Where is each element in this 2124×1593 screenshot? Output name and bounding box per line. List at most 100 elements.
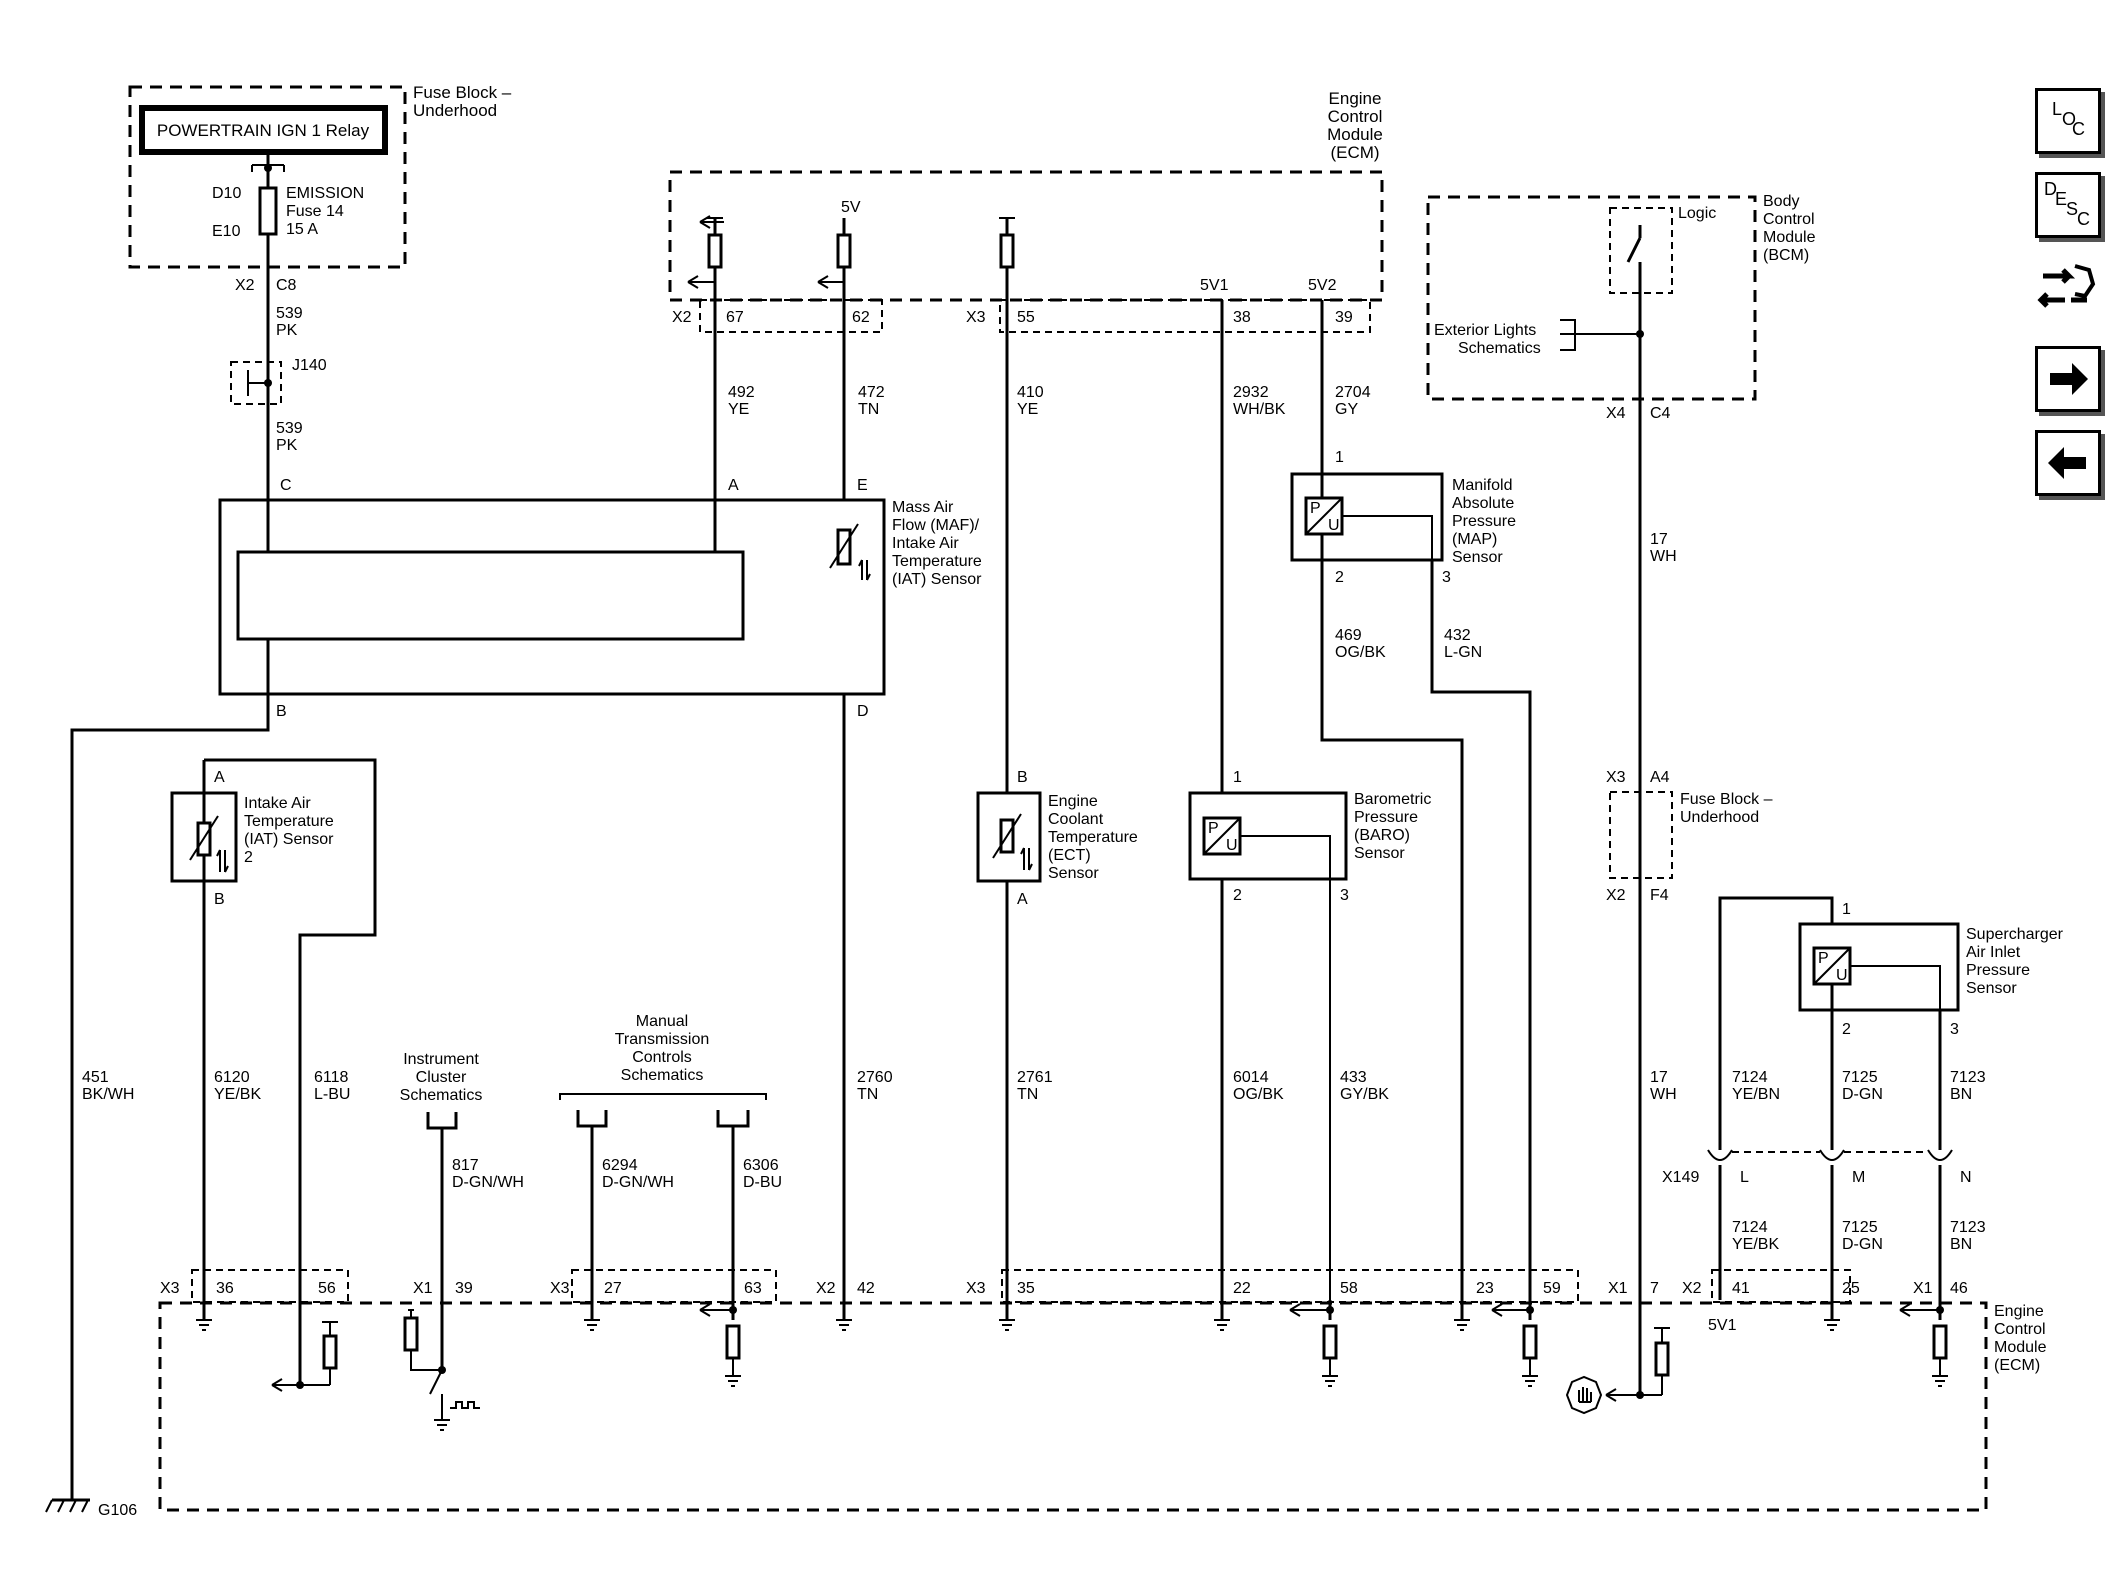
svg-text:A: A <box>1017 891 1028 908</box>
description-button[interactable]: D E S C <box>2035 172 2101 238</box>
svg-text:PK: PK <box>276 322 298 339</box>
ecm-input-58 <box>1289 1300 1338 1387</box>
svg-text:59: 59 <box>1543 1280 1561 1297</box>
location-button[interactable]: L O C <box>2035 88 2101 154</box>
svg-text:2760: 2760 <box>857 1069 893 1086</box>
svg-text:27: 27 <box>604 1280 622 1297</box>
svg-text:L-BU: L-BU <box>314 1086 350 1103</box>
ecm-pullup-62 <box>817 218 852 1300</box>
svg-text:U: U <box>1328 517 1340 534</box>
svg-text:5V: 5V <box>841 199 861 216</box>
svg-text:P: P <box>1818 950 1829 967</box>
ecm-input-59 <box>1491 1300 1538 1387</box>
ect-sensor: B A Engine Coolant Temperature (ECT) Sen… <box>976 769 1138 908</box>
svg-text:X149: X149 <box>1662 1169 1699 1186</box>
svg-text:X1: X1 <box>1913 1280 1933 1297</box>
svg-text:1: 1 <box>1842 901 1851 918</box>
svg-text:Module: Module <box>1763 229 1816 246</box>
conn-c8: C8 <box>276 277 297 294</box>
iat-sensor-2: A B Intake Air Temperature (IAT) Sensor … <box>170 758 377 1300</box>
svg-text:A: A <box>728 477 739 494</box>
svg-text:D-GN: D-GN <box>1842 1236 1883 1253</box>
svg-text:539: 539 <box>276 420 303 437</box>
fuse-label-3: 15 A <box>286 221 318 238</box>
svg-text:56: 56 <box>318 1280 336 1297</box>
svg-text:Control: Control <box>1328 107 1383 126</box>
svg-text:(ECT): (ECT) <box>1048 847 1091 864</box>
svg-text:7125: 7125 <box>1842 1069 1878 1086</box>
svg-text:5V2: 5V2 <box>1308 277 1337 294</box>
svg-text:Barometric: Barometric <box>1354 791 1431 808</box>
svg-text:Intake Air: Intake Air <box>244 795 311 812</box>
upper-wire-labels: 492 YE 472 TN 410 YE 2932 WH/BK 2704 GY <box>728 384 1371 418</box>
svg-text:39: 39 <box>1335 309 1353 326</box>
svg-text:Instrument: Instrument <box>403 1051 479 1068</box>
svg-text:(MAP): (MAP) <box>1452 531 1497 548</box>
supercharger-air-inlet-pressure-sensor: 1 P U 2 3 Supercharger Air Inlet Pressur… <box>1718 896 2064 1150</box>
svg-text:(ECM): (ECM) <box>1994 1357 2040 1374</box>
connector-end-view-button[interactable] <box>2035 256 2101 322</box>
svg-text:D-BU: D-BU <box>743 1174 782 1191</box>
svg-text:42: 42 <box>857 1280 875 1297</box>
svg-text:2: 2 <box>1233 887 1242 904</box>
svg-text:M: M <box>1852 1169 1865 1186</box>
ecm-input-46 <box>1899 1300 1948 1387</box>
svg-text:D: D <box>2044 179 2057 199</box>
fuse-label-1: EMISSION <box>286 185 364 202</box>
svg-text:Schematics: Schematics <box>621 1067 704 1084</box>
svg-text:WH: WH <box>1650 1086 1677 1103</box>
svg-text:Flow (MAF)/: Flow (MAF)/ <box>892 517 980 534</box>
svg-text:P: P <box>1208 820 1219 837</box>
ecm-ground-terminations <box>196 1300 1840 1331</box>
svg-text:X3: X3 <box>966 1280 986 1297</box>
svg-text:2: 2 <box>1335 569 1344 586</box>
svg-text:TN: TN <box>858 401 879 418</box>
svg-text:X2: X2 <box>1606 887 1626 904</box>
ground-g106-icon <box>45 1498 90 1513</box>
svg-text:2704: 2704 <box>1335 384 1371 401</box>
svg-text:5V1: 5V1 <box>1708 1317 1737 1334</box>
svg-text:6118: 6118 <box>314 1069 349 1086</box>
svg-text:YE: YE <box>1017 401 1038 418</box>
connector-wrench-icon <box>2037 264 2096 308</box>
svg-text:Control: Control <box>1994 1321 2046 1338</box>
svg-text:C: C <box>2072 119 2085 139</box>
svg-text:N: N <box>1960 1169 1972 1186</box>
svg-text:472: 472 <box>858 384 885 401</box>
svg-text:Supercharger: Supercharger <box>1966 926 2064 943</box>
svg-text:B: B <box>1017 769 1028 786</box>
svg-text:5V1: 5V1 <box>1200 277 1229 294</box>
svg-text:7: 7 <box>1650 1280 1659 1297</box>
svg-text:6014: 6014 <box>1233 1069 1269 1086</box>
svg-text:Control: Control <box>1763 211 1815 228</box>
svg-text:(IAT) Sensor: (IAT) Sensor <box>892 571 982 588</box>
svg-text:D: D <box>857 703 869 720</box>
body-control-module: Body Control Module (BCM) Logic Exterior… <box>1426 193 1816 1395</box>
previous-page-button[interactable] <box>2035 430 2101 496</box>
svg-text:D-GN/WH: D-GN/WH <box>602 1174 674 1191</box>
svg-text:C4: C4 <box>1650 405 1671 422</box>
manual-transmission-controls-reference: Manual Transmission Controls Schematics <box>559 1013 767 1300</box>
svg-text:Pressure: Pressure <box>1354 809 1418 826</box>
fuse-block-underhood-mid: X3 A4 Fuse Block – Underhood X2 F4 <box>1606 769 1773 904</box>
svg-text:Underhood: Underhood <box>1680 809 1759 826</box>
svg-text:L: L <box>1740 1169 1749 1186</box>
svg-text:2: 2 <box>1842 1021 1851 1038</box>
ecm-top: Engine Control Module (ECM) X2 67 62 X3 … <box>668 89 1384 1300</box>
svg-text:Module: Module <box>1994 1339 2047 1356</box>
ecm-input-7 <box>1565 1327 1670 1415</box>
svg-text:X3: X3 <box>550 1280 570 1297</box>
svg-text:Schematics: Schematics <box>1458 340 1541 357</box>
svg-text:Absolute: Absolute <box>1452 495 1514 512</box>
svg-text:P: P <box>1310 500 1321 517</box>
svg-text:TN: TN <box>857 1086 878 1103</box>
svg-text:Air Inlet: Air Inlet <box>1966 944 2021 961</box>
connector-x149: X149 L M N <box>1662 1149 1972 1300</box>
next-page-button[interactable] <box>2035 346 2101 412</box>
svg-text:Transmission: Transmission <box>615 1031 710 1048</box>
svg-text:Sensor: Sensor <box>1452 549 1503 566</box>
svg-text:Logic: Logic <box>1678 205 1716 222</box>
svg-text:432: 432 <box>1444 627 1471 644</box>
svg-text:X2: X2 <box>1682 1280 1702 1297</box>
svg-text:7123: 7123 <box>1950 1219 1986 1236</box>
